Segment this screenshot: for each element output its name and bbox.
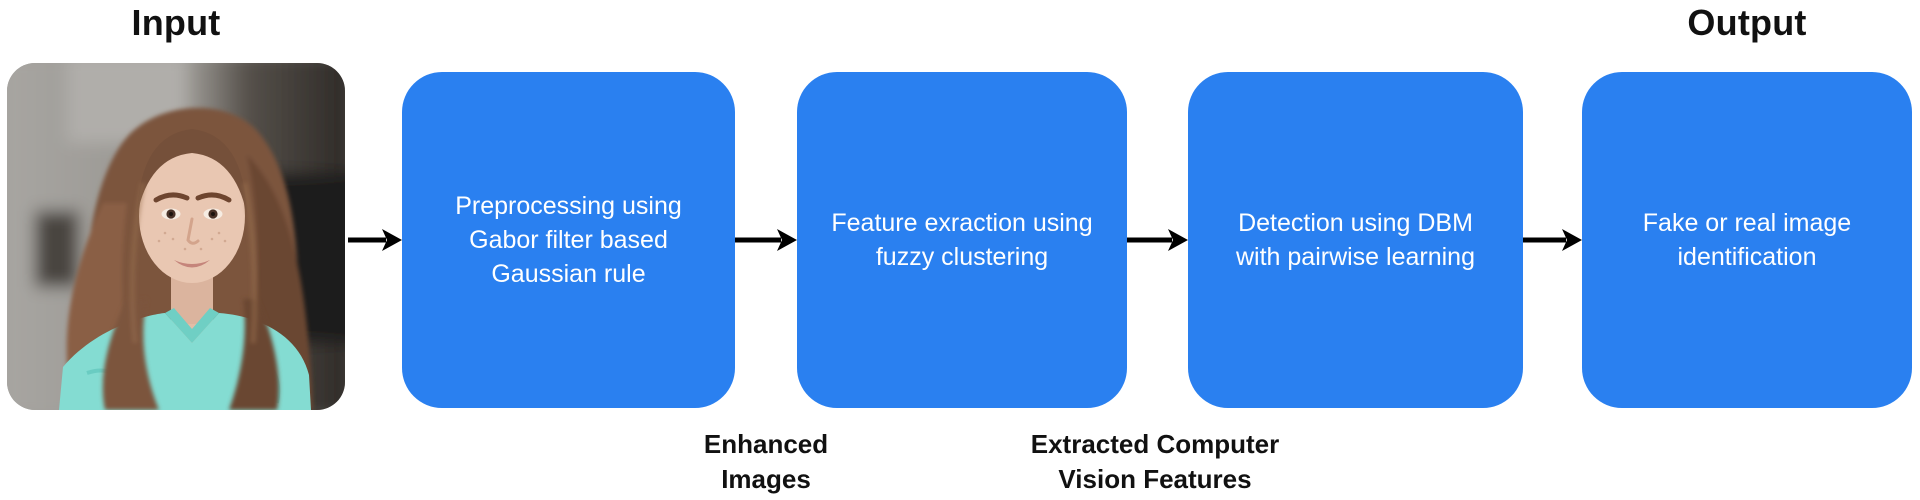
output-title: Output bbox=[1687, 2, 1807, 43]
flow-arrow-icon bbox=[348, 229, 402, 251]
flow-arrow-icon bbox=[735, 229, 797, 251]
edge-label-extracted-features: Extracted Computer Vision Features bbox=[1030, 429, 1280, 494]
flow-arrow-icon bbox=[1127, 229, 1188, 251]
portrait-illustration bbox=[7, 63, 345, 410]
flow-arrow-icon bbox=[1523, 229, 1582, 251]
edge-label-enhanced-images: Enhanced Images bbox=[703, 429, 829, 494]
step-preprocessing: Preprocessing using Gabor filter based G… bbox=[402, 72, 735, 408]
step-identification: Fake or real image identification bbox=[1582, 72, 1912, 408]
step-detection: Detection using DBM with pairwise learni… bbox=[1188, 72, 1523, 408]
step-feature-extraction: Feature exraction using fuzzy clustering bbox=[797, 72, 1127, 408]
input-portrait-image bbox=[7, 63, 345, 410]
input-title: Input bbox=[131, 2, 221, 43]
